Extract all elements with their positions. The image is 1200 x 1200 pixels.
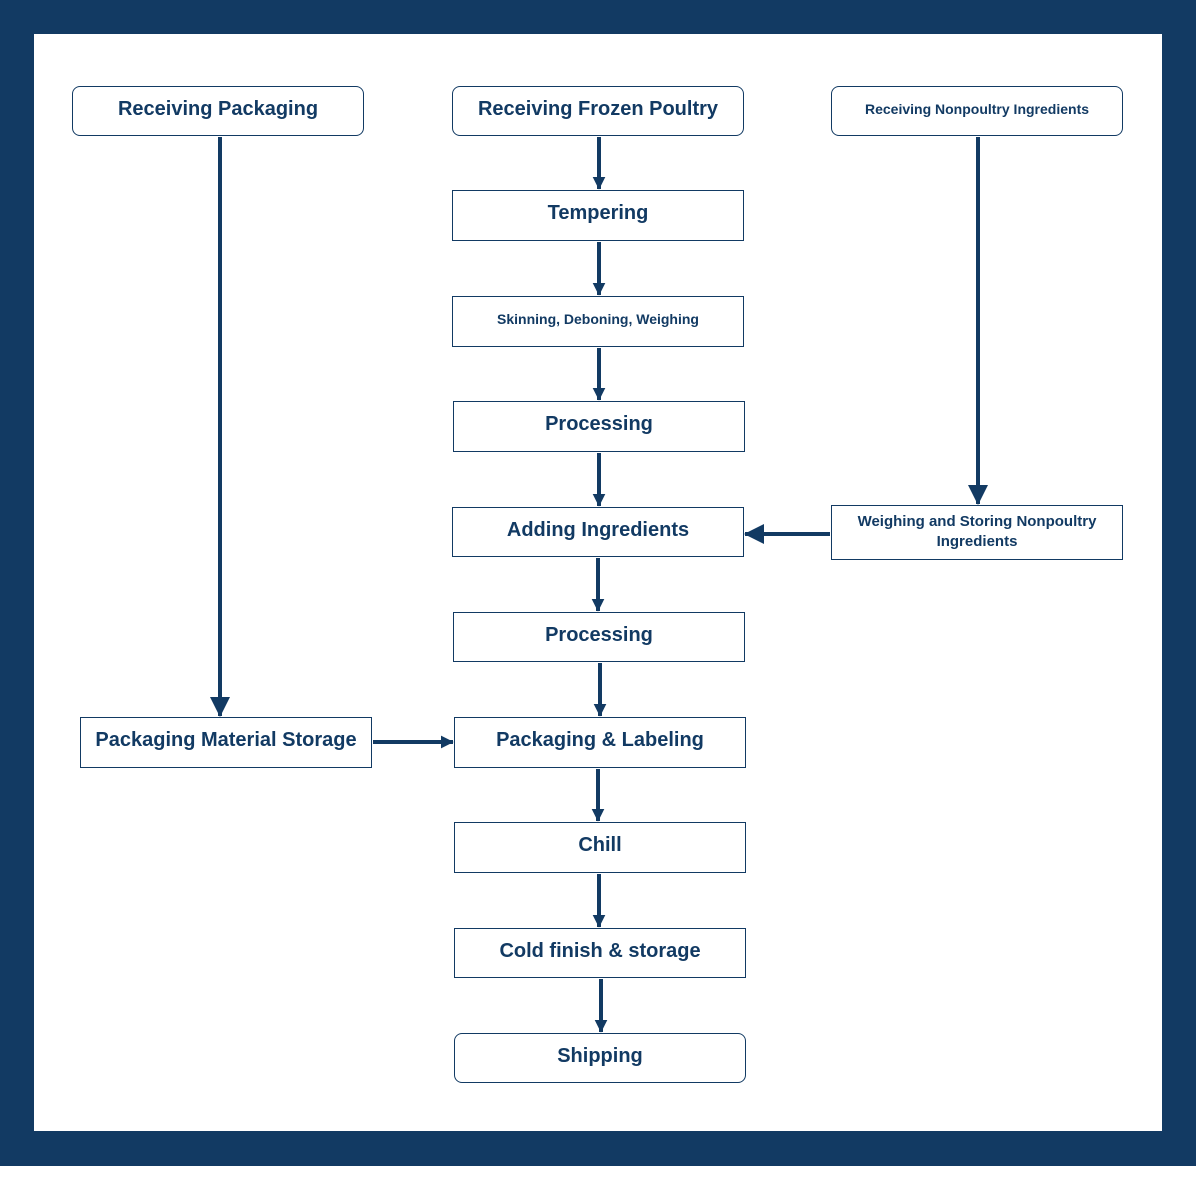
node-skinning-deboning-weighing: Skinning, Deboning, Weighing	[452, 296, 744, 347]
node-label: Receiving Frozen Poultry	[477, 97, 719, 120]
node-adding-ingredients: Adding Ingredients	[452, 507, 744, 557]
node-packaging-material-storage: Packaging Material Storage	[80, 717, 372, 768]
node-receiving-packaging: Receiving Packaging	[72, 86, 364, 136]
node-weighing-storing-nonpoultry: Weighing and Storing Nonpoultry Ingredie…	[831, 505, 1123, 560]
node-label: Receiving Nonpoultry Ingredients	[864, 100, 1090, 117]
node-label: Processing	[545, 623, 653, 646]
node-label: Skinning, Deboning, Weighing	[497, 311, 699, 327]
node-chill: Chill	[454, 822, 746, 873]
node-label: Packaging & Labeling	[496, 729, 704, 751]
node-packaging-labeling: Packaging & Labeling	[454, 717, 746, 768]
node-label: Chill	[578, 834, 622, 856]
node-label: Processing	[545, 413, 653, 435]
node-processing-1: Processing	[453, 401, 745, 452]
node-label: Packaging Material Storage	[95, 729, 357, 751]
node-receiving-nonpoultry: Receiving Nonpoultry Ingredients	[831, 86, 1123, 136]
node-processing-2: Processing	[453, 612, 745, 662]
node-tempering: Tempering	[452, 190, 744, 241]
node-label: Adding Ingredients	[506, 518, 690, 541]
node-label: Tempering	[547, 202, 649, 224]
node-label: Cold finish & storage	[499, 939, 701, 962]
node-label: Weighing and Storing Nonpoultry Ingredie…	[857, 512, 1097, 550]
node-shipping: Shipping	[454, 1033, 746, 1083]
node-receiving-frozen-poultry: Receiving Frozen Poultry	[452, 86, 744, 136]
node-label: Receiving Packaging	[117, 97, 319, 120]
node-cold-finish-storage: Cold finish & storage	[454, 928, 746, 978]
node-label: Shipping	[557, 1044, 643, 1067]
